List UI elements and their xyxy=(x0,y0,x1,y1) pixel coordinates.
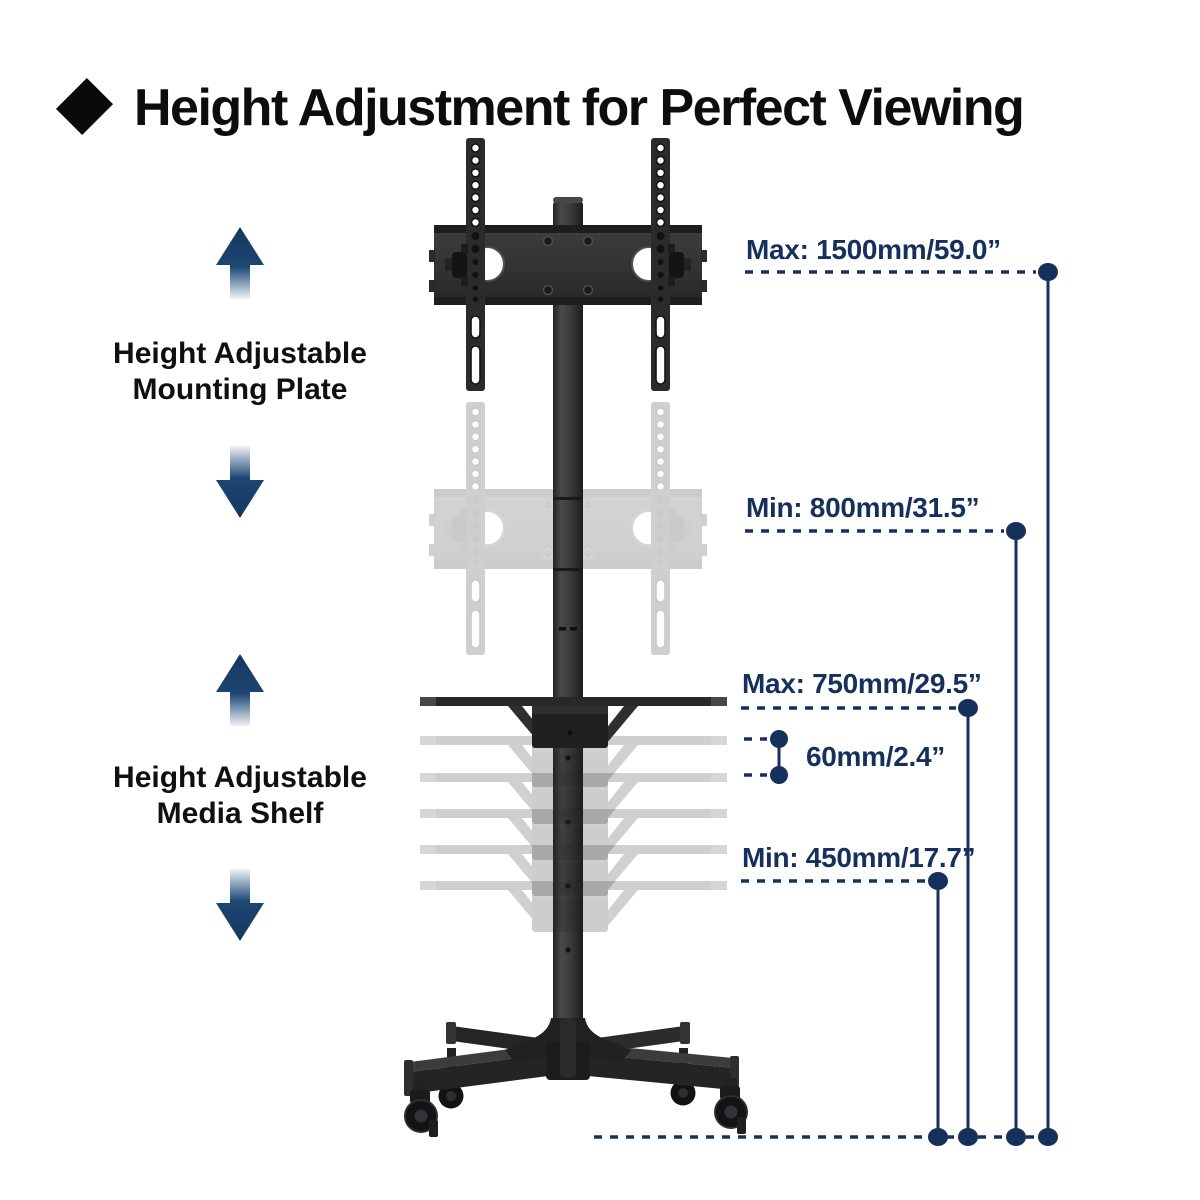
down-arrow-icon xyxy=(216,869,264,941)
caster-wheel xyxy=(404,1082,438,1137)
measurement-shelf-min: Min: 450mm/17.7” xyxy=(742,842,976,873)
feature-label-line: Height Adjustable xyxy=(113,337,367,370)
header: Height Adjustment for Perfect Viewing xyxy=(0,38,1200,137)
dimension-lines xyxy=(777,272,1050,1137)
dotted-leader-lines xyxy=(594,270,1056,1139)
measurement-shelf-max: Max: 750mm/29.5” xyxy=(742,668,982,699)
mounting-plate-feature-label: Height Adjustable Mounting Plate xyxy=(40,336,440,408)
up-arrow-icon xyxy=(216,654,264,726)
measurement-mount-max: Max: 1500mm/59.0” xyxy=(746,234,1001,265)
ghost-media-shelves xyxy=(420,736,727,932)
measurement-shelf-step: 60mm/2.4” xyxy=(806,741,945,772)
down-arrow-icon xyxy=(216,446,264,518)
feature-label-line: Height Adjustable xyxy=(113,761,367,794)
rolling-base xyxy=(404,1018,748,1137)
feature-label-line: Mounting Plate xyxy=(132,373,348,406)
measurement-mount-min: Min: 800mm/31.5” xyxy=(746,492,980,523)
page-title: Height Adjustment for Perfect Viewing xyxy=(134,79,1025,137)
media-shelf-feature-label: Height Adjustable Media Shelf xyxy=(40,760,440,832)
up-arrow-icon xyxy=(216,227,264,299)
dimension-dots xyxy=(770,263,1058,1146)
feature-label-line: Media Shelf xyxy=(156,797,324,830)
caster-wheel xyxy=(714,1078,748,1134)
